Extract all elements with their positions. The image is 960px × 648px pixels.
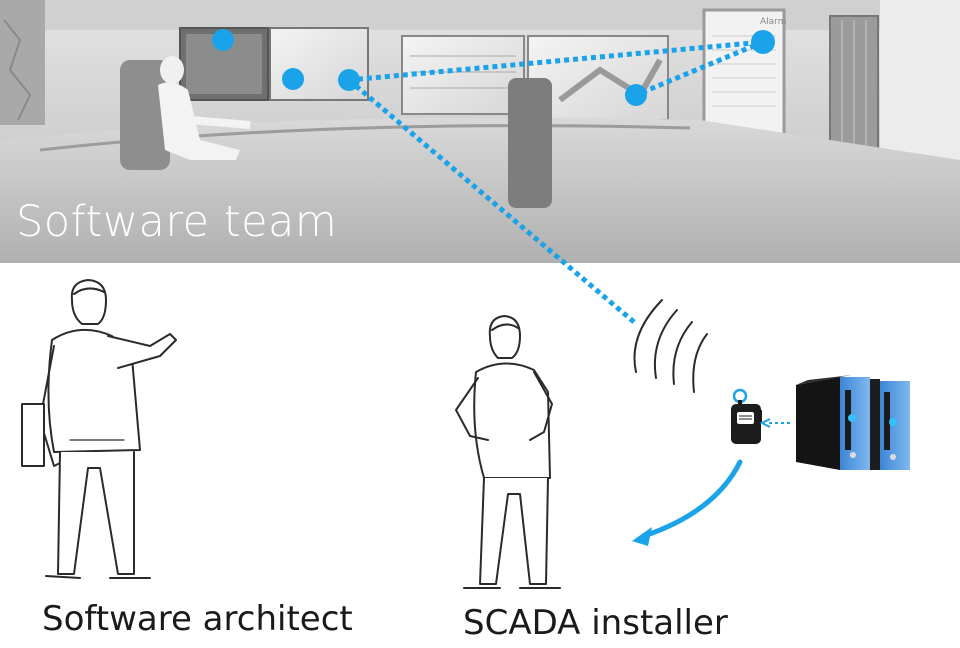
scada-installer-figure [455,315,561,589]
network-nodes [212,29,775,106]
network-node-icon [338,69,360,91]
alarm-screen-label: Alarm [760,17,786,27]
rtu-radio-link [759,418,790,428]
scada-installer-caption: SCADA installer [463,603,728,643]
software-architect-caption: Software architect [42,599,353,639]
network-node-icon [625,84,647,106]
network-node-icon [282,68,304,90]
wireless-signal-icon [633,299,708,393]
handover-arrow [632,459,743,546]
software-team-label: Software team [16,197,338,247]
network-node-icon [212,29,234,51]
radio-icon [731,388,762,444]
link-screen-to-alarm [348,39,764,83]
rtu-device-icon [796,375,910,470]
control-room-photo: Alarm [0,0,960,263]
monitor-wall [179,27,669,121]
network-node-icon [751,30,775,54]
operator-figure [158,56,251,160]
software-architect-figure [21,279,177,579]
link-alarm-to-hmi [635,39,764,98]
network-links [347,39,764,324]
